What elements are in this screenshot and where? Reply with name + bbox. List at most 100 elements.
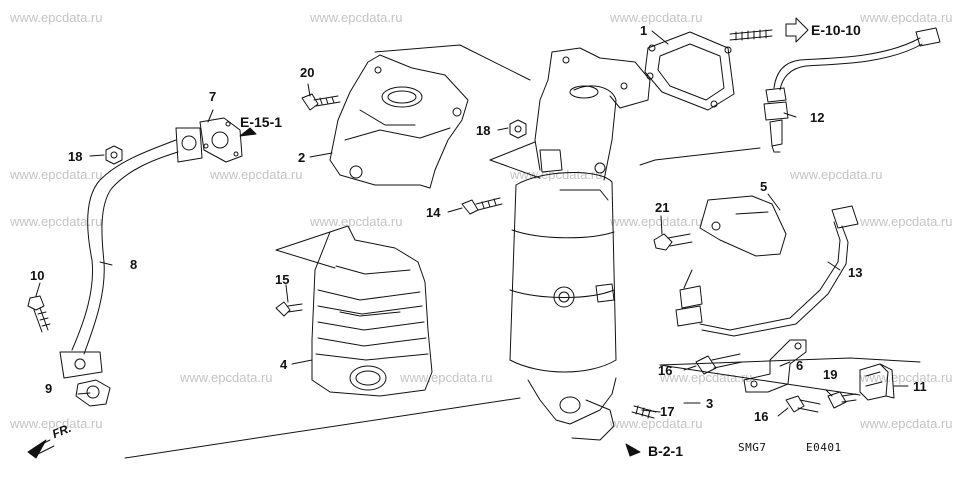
leader-line [99,261,113,266]
callout-7: 7 [209,89,217,104]
bracket-icon [743,339,807,393]
front-direction-arrow-icon [27,439,47,459]
assembly-line [639,147,761,166]
leader-line [779,361,791,367]
watermark: www.epcdata.ru [10,167,103,182]
callout-16: 16 [754,409,769,424]
watermark: www.epcdata.ru [790,167,883,182]
watermark: www.epcdata.ru [860,370,953,385]
assembly-line [489,159,541,179]
catalytic-converter-icon [509,47,651,441]
watermark: www.epcdata.ru [610,416,703,431]
watermark: www.epcdata.ru [10,214,103,229]
exhaust-pipe-icon [59,127,203,379]
callout-19: 19 [823,367,838,382]
bolt-icon [653,233,693,251]
diagram-code-part1: SMG7 [738,441,767,454]
watermark: www.epcdata.ru [310,10,403,25]
nut-icon [509,119,527,139]
bolt-icon [461,197,503,215]
callout-3: 3 [706,396,714,411]
reference-arrow-icon [785,17,809,43]
reference-arrow-icon [625,443,641,457]
leader-line [447,207,463,213]
watermark: www.epcdata.ru [10,416,103,431]
bracket-icon [699,195,787,257]
leader-line [825,389,833,397]
gasket-icon [75,379,111,407]
leader-line [660,215,663,235]
assembly-line [659,357,921,366]
leader-line [641,409,661,413]
assembly-line [489,141,536,161]
ref-b-2-1-link[interactable]: B-2-1 [648,443,684,459]
callout-8: 8 [130,257,138,272]
stud-bolt-icon [631,405,657,419]
callout-20: 20 [300,65,315,80]
leader-line [497,127,509,131]
stud-bolt-icon [729,29,773,41]
leader-line [827,261,841,271]
callout-4: 4 [280,357,288,372]
bolt-icon [301,93,341,111]
clip-icon [859,363,895,401]
leader-line [77,392,91,395]
assembly-line [374,44,531,81]
watermark: www.epcdata.ru [860,416,953,431]
bolt-icon [27,295,51,333]
callout-9: 9 [45,381,53,396]
leader-line [651,30,669,45]
upper-heat-shield-icon [329,54,469,189]
watermark: www.epcdata.ru [660,370,753,385]
callout-2: 2 [298,150,306,165]
callout-15: 15 [275,272,290,287]
leader-line [207,109,214,123]
ref-e-15-1-link[interactable]: E-15-1 [240,114,283,130]
leader-line [767,193,781,211]
leader-line [309,152,333,158]
reference-arrow-icon [239,127,257,137]
watermark: www.epcdata.ru [210,167,303,182]
watermark: www.epcdata.ru [860,10,953,25]
assembly-line [124,397,521,459]
leader-line [777,407,789,417]
callout-6: 6 [796,358,804,373]
leader-line [285,284,289,303]
callout-18: 18 [68,149,83,164]
watermark: www.epcdata.ru [610,214,703,229]
leader-line [35,282,41,297]
callout-14: 14 [426,205,441,220]
nut-icon [105,145,123,165]
assembly-line [275,231,331,251]
callout-5: 5 [760,179,768,194]
callout-11: 11 [913,379,927,394]
leader-line [307,83,311,97]
gasket-icon [644,31,735,111]
bolt-icon [275,301,303,317]
watermark: www.epcdata.ru [400,370,493,385]
oxygen-sensor-icon [675,205,859,337]
callout-10: 10 [30,268,45,283]
leader-line [783,112,797,118]
bolt-icon [785,395,821,413]
callout-12: 12 [810,110,825,125]
watermark: www.epcdata.ru [310,214,403,229]
watermark: www.epcdata.ru [610,10,703,25]
bolt-icon [827,391,857,409]
ref-e-10-10-link[interactable]: E-10-10 [811,22,861,38]
watermark: www.epcdata.ru [10,10,103,25]
callout-17: 17 [660,404,675,419]
lower-heat-shield-icon [311,225,433,397]
gasket-icon [199,117,243,163]
assembly-line [275,249,336,269]
oxygen-sensor-icon [763,27,941,153]
leader-line [291,359,313,365]
watermark: www.epcdata.ru [180,370,273,385]
callout-21: 21 [655,200,670,215]
bolt-icon [695,353,743,375]
callout-18: 18 [476,123,491,138]
diagram-code-part2: E0401 [806,441,842,454]
leader-line [683,365,697,371]
